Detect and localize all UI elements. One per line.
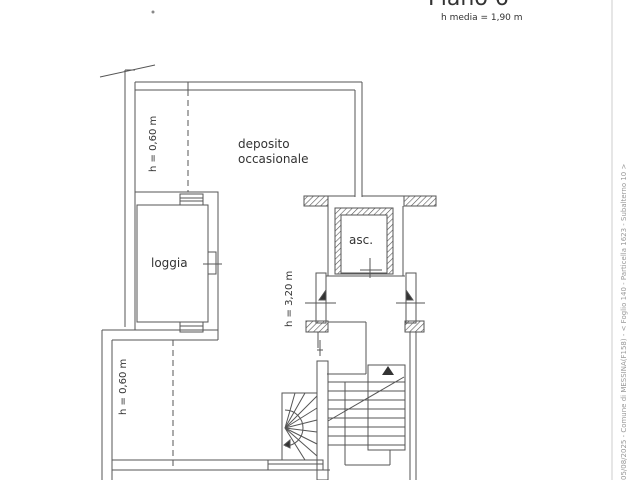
stairwell	[327, 364, 406, 466]
average-height: h media = 1,90 m	[441, 13, 523, 23]
room-label-loggia: loggia	[151, 256, 188, 270]
height-label-stair: h = 3,20 m	[284, 270, 295, 327]
boundary-line	[99, 64, 156, 78]
plan-title: Piano 6	[428, 0, 509, 11]
room-label-occasionale: occasionale	[238, 152, 309, 166]
height-label-bottom-left: h = 0,60 m	[118, 358, 129, 415]
spiral-stair	[284, 392, 318, 461]
room-label-elevator: asc.	[349, 233, 374, 247]
height-label-top-left: h = 0,60 m	[148, 115, 159, 172]
room-label-deposito: deposito	[238, 137, 290, 151]
cadastral-margin-note: 05/08/2025 - Comune di MESSINA(F158) - <…	[620, 163, 628, 480]
